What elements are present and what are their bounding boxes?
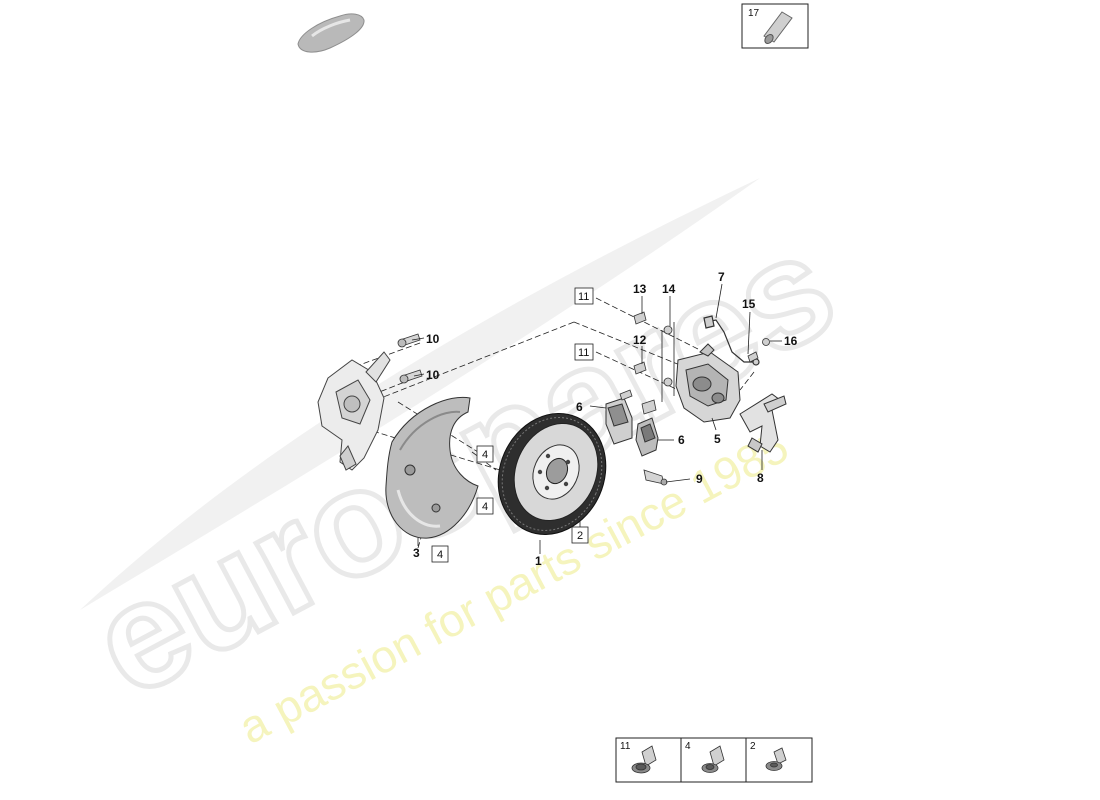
callout-13: 13 xyxy=(633,282,647,296)
callout-7: 7 xyxy=(718,270,725,284)
wheel-carrier[interactable] xyxy=(317,351,391,471)
callout-16: 16 xyxy=(784,334,798,348)
bleeder-screw[interactable] xyxy=(747,351,759,363)
caliper-carrier[interactable] xyxy=(739,393,787,453)
callout-12: 12 xyxy=(633,333,647,347)
bleeder-cap[interactable] xyxy=(762,338,770,346)
legend-cell-2[interactable]: 2 xyxy=(750,741,787,771)
callout-15: 15 xyxy=(742,297,756,311)
callouts: 1 3 5 6 6 7 8 9 10 10 12 13 14 15 16 xyxy=(413,270,798,568)
ref-box-2[interactable]: 2 xyxy=(571,526,589,544)
callout-6-outer: 6 xyxy=(576,400,583,414)
ref-box-4-middle[interactable]: 4 xyxy=(476,497,494,515)
callout-3: 3 xyxy=(413,546,420,560)
part-17-number: 17 xyxy=(748,8,760,19)
hex-bolt-icon xyxy=(701,745,725,773)
ref-box-11-upper[interactable]: 11 xyxy=(574,287,594,305)
protective-cap-lower[interactable] xyxy=(663,377,673,387)
fastener-legend: 11 4 2 xyxy=(615,737,813,783)
flange-bolt-icon xyxy=(631,745,657,774)
ref-box-4-lower[interactable]: 4 xyxy=(431,545,449,563)
callout-8: 8 xyxy=(757,471,764,485)
brake-caliper[interactable] xyxy=(675,343,741,423)
protective-cap-upper[interactable] xyxy=(663,325,673,335)
pad-retaining-clip[interactable] xyxy=(619,389,657,415)
ref-box-4-middle-label: 4 xyxy=(482,501,488,513)
boxed-refs: 11 11 4 4 4 2 xyxy=(431,287,594,563)
brake-pad-outer[interactable] xyxy=(605,397,633,445)
brake-hose[interactable] xyxy=(703,315,760,366)
ref-box-11-upper-label: 11 xyxy=(578,291,589,303)
part-17-box[interactable]: 17 xyxy=(741,3,809,49)
ref-box-4-upper[interactable]: 4 xyxy=(476,445,494,463)
callout-10-upper: 10 xyxy=(426,332,440,346)
ref-box-4-lower-label: 4 xyxy=(437,549,443,561)
callout-1: 1 xyxy=(535,554,542,568)
car-silhouette-icon xyxy=(297,13,365,53)
grease-tube-icon xyxy=(763,11,793,44)
callout-14: 14 xyxy=(662,282,676,296)
callout-leaders xyxy=(411,283,782,554)
protective-cap-bracket xyxy=(661,322,675,402)
wheel-carrier-bolt-lower[interactable] xyxy=(399,369,423,384)
brake-disc[interactable] xyxy=(479,396,624,552)
legend-number-4: 4 xyxy=(685,741,691,752)
countersunk-screw-icon xyxy=(765,747,787,771)
wear-sensor[interactable] xyxy=(643,469,691,486)
callout-5: 5 xyxy=(714,432,721,446)
ref-box-4-upper-label: 4 xyxy=(482,449,488,461)
legend-number-2: 2 xyxy=(750,741,756,752)
ref-box-11-lower[interactable]: 11 xyxy=(574,343,594,361)
ref-box-11-lower-label: 11 xyxy=(578,347,589,359)
watermark-swoosh xyxy=(80,178,760,610)
legend-cell-11[interactable]: 11 xyxy=(620,741,657,774)
brake-dust-shield[interactable] xyxy=(385,396,479,539)
guide-bolt-lower[interactable] xyxy=(633,361,647,375)
legend-cell-4[interactable]: 4 xyxy=(685,741,725,773)
callout-6-inner: 6 xyxy=(678,433,685,447)
wheel-carrier-bolt-upper[interactable] xyxy=(397,333,421,348)
guide-bolt-upper[interactable] xyxy=(633,311,647,325)
ref-box-2-label: 2 xyxy=(577,530,583,542)
callout-10-lower: 10 xyxy=(426,368,440,382)
legend-number-11: 11 xyxy=(620,741,631,752)
watermark: eurospares a passion for parts since 198… xyxy=(64,178,862,754)
callout-9: 9 xyxy=(696,472,703,486)
brake-pad-inner[interactable] xyxy=(635,417,659,457)
